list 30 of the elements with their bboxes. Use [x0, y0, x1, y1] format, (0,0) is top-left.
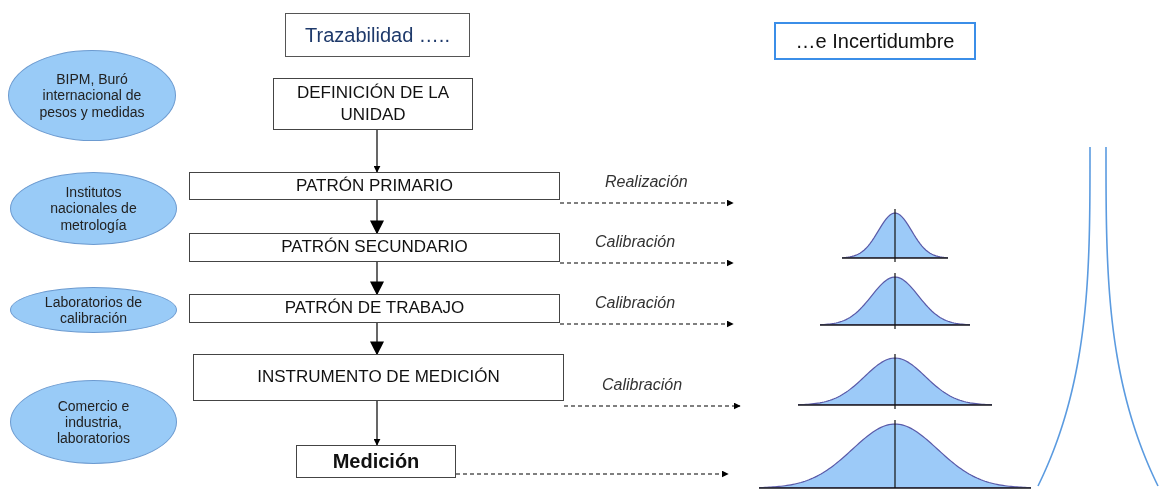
arrow	[370, 261, 384, 296]
node-label: DEFINICIÓN DE LA UNIDAD	[295, 81, 451, 126]
node-label: BIPM, Buró internacional de pesos y medidas	[39, 71, 145, 120]
arrow	[370, 322, 384, 356]
process-box	[189, 233, 560, 262]
arrow	[373, 400, 381, 446]
node-label: PATRÓN SECUNDARIO	[281, 236, 468, 259]
result-box	[296, 445, 456, 478]
arrow	[370, 199, 384, 235]
node-label: INSTRUMENTO DE MEDICIÓN	[257, 366, 500, 389]
node-label: Laboratorios de calibración	[43, 293, 144, 327]
node-label: Institutos nacionales de metrología	[49, 184, 138, 233]
node-label: …e Incertidumbre	[795, 29, 955, 53]
node-label: Medición	[332, 450, 420, 473]
process-box	[273, 78, 473, 130]
arrow	[373, 129, 381, 173]
arrow	[559, 320, 734, 328]
heading-box	[285, 13, 470, 57]
node-label: PATRÓN PRIMARIO	[295, 174, 454, 197]
arrow	[559, 259, 734, 267]
process-box	[189, 294, 560, 323]
heading-box	[774, 22, 976, 60]
node-label: Comercio e industria, laboratorios	[55, 397, 132, 447]
process-box	[193, 354, 564, 401]
arrow	[455, 470, 729, 478]
arrow	[563, 402, 741, 410]
node-label: PATRÓN DE TRABAJO	[284, 297, 465, 320]
process-box	[189, 172, 560, 200]
arrow	[559, 199, 734, 207]
node-label: Trazabilidad …..	[305, 23, 450, 47]
